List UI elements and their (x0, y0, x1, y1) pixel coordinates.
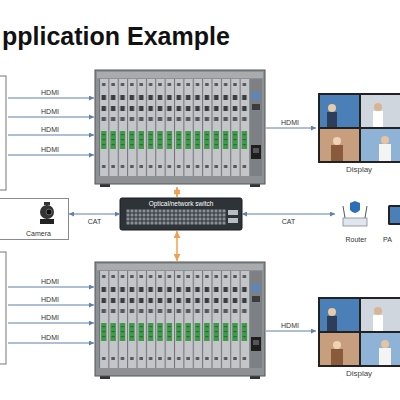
node-text: Camera (26, 230, 51, 238)
edge-label: CAT (88, 218, 101, 226)
signal-label: HDMI (281, 322, 299, 330)
tablet-icon (388, 205, 400, 225)
node-text: Optical/network switch (149, 200, 214, 207)
signal-label: HDMI (41, 314, 59, 322)
node-text: Display (346, 369, 372, 378)
source-box (0, 76, 6, 190)
display-node: Display (318, 296, 400, 384)
video-wall (318, 297, 400, 367)
router-node: Router (335, 198, 377, 246)
diagram-title: pplication Example (2, 22, 230, 50)
display-node: Display (318, 92, 400, 180)
signal-label: HDMI (41, 334, 59, 342)
cat-cable (242, 214, 335, 215)
signal-label: HDMI (281, 119, 299, 127)
signal-label: HDMI (41, 108, 59, 116)
switch-body (120, 198, 242, 230)
video-wall (318, 93, 400, 163)
matrix-chassis (95, 262, 265, 379)
signal-label: HDMI (41, 126, 59, 134)
signal-label: HDMI (41, 278, 59, 286)
edge-label: CAT (282, 218, 295, 226)
hdmi-arrows (8, 98, 316, 343)
signal-label: HDMI (41, 146, 59, 154)
camera-icon (40, 202, 54, 224)
node-text: Router (345, 236, 366, 244)
tablet-node: PA (380, 198, 400, 246)
matrix-chassis (95, 70, 265, 187)
node-text: PA (383, 236, 392, 244)
source-box (0, 252, 6, 364)
signal-label: HDMI (41, 296, 59, 304)
network-switch: Optical/network switch (120, 198, 242, 230)
camera-node: Camera (0, 198, 69, 240)
signal-label: HDMI (41, 89, 59, 97)
cat-cable (69, 214, 120, 215)
node-text: Display (346, 165, 372, 174)
router-icon (343, 201, 367, 226)
